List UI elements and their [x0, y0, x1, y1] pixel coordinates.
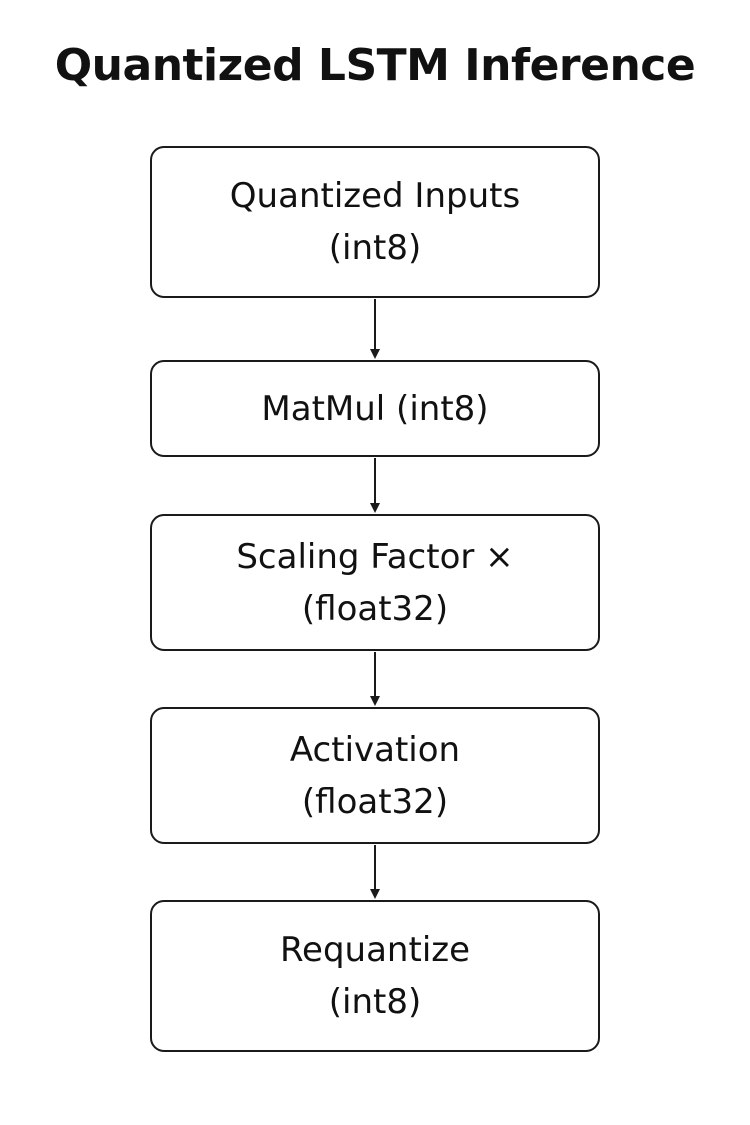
node-dtype: (int8)	[328, 228, 422, 268]
node-matmul: MatMul (int8)	[150, 360, 600, 457]
node-label: MatMul (int8)	[261, 388, 489, 429]
node-dtype: (float32)	[301, 588, 449, 629]
node-label: Scaling Factor ×	[236, 536, 514, 577]
node-scaling-factor: Scaling Factor × (float32)	[150, 514, 600, 651]
node-label: Requantize	[279, 930, 471, 970]
node-quantized-inputs: Quantized Inputs (int8)	[150, 146, 600, 298]
node-activation: Activation (float32)	[150, 707, 600, 844]
node-dtype: (float32)	[301, 781, 449, 822]
node-label: Quantized Inputs	[229, 176, 521, 216]
diagram-title: Quantized LSTM Inference	[54, 40, 696, 91]
node-label: Activation	[289, 729, 461, 770]
node-dtype: (int8)	[328, 982, 422, 1022]
node-requantize: Requantize (int8)	[150, 900, 600, 1052]
